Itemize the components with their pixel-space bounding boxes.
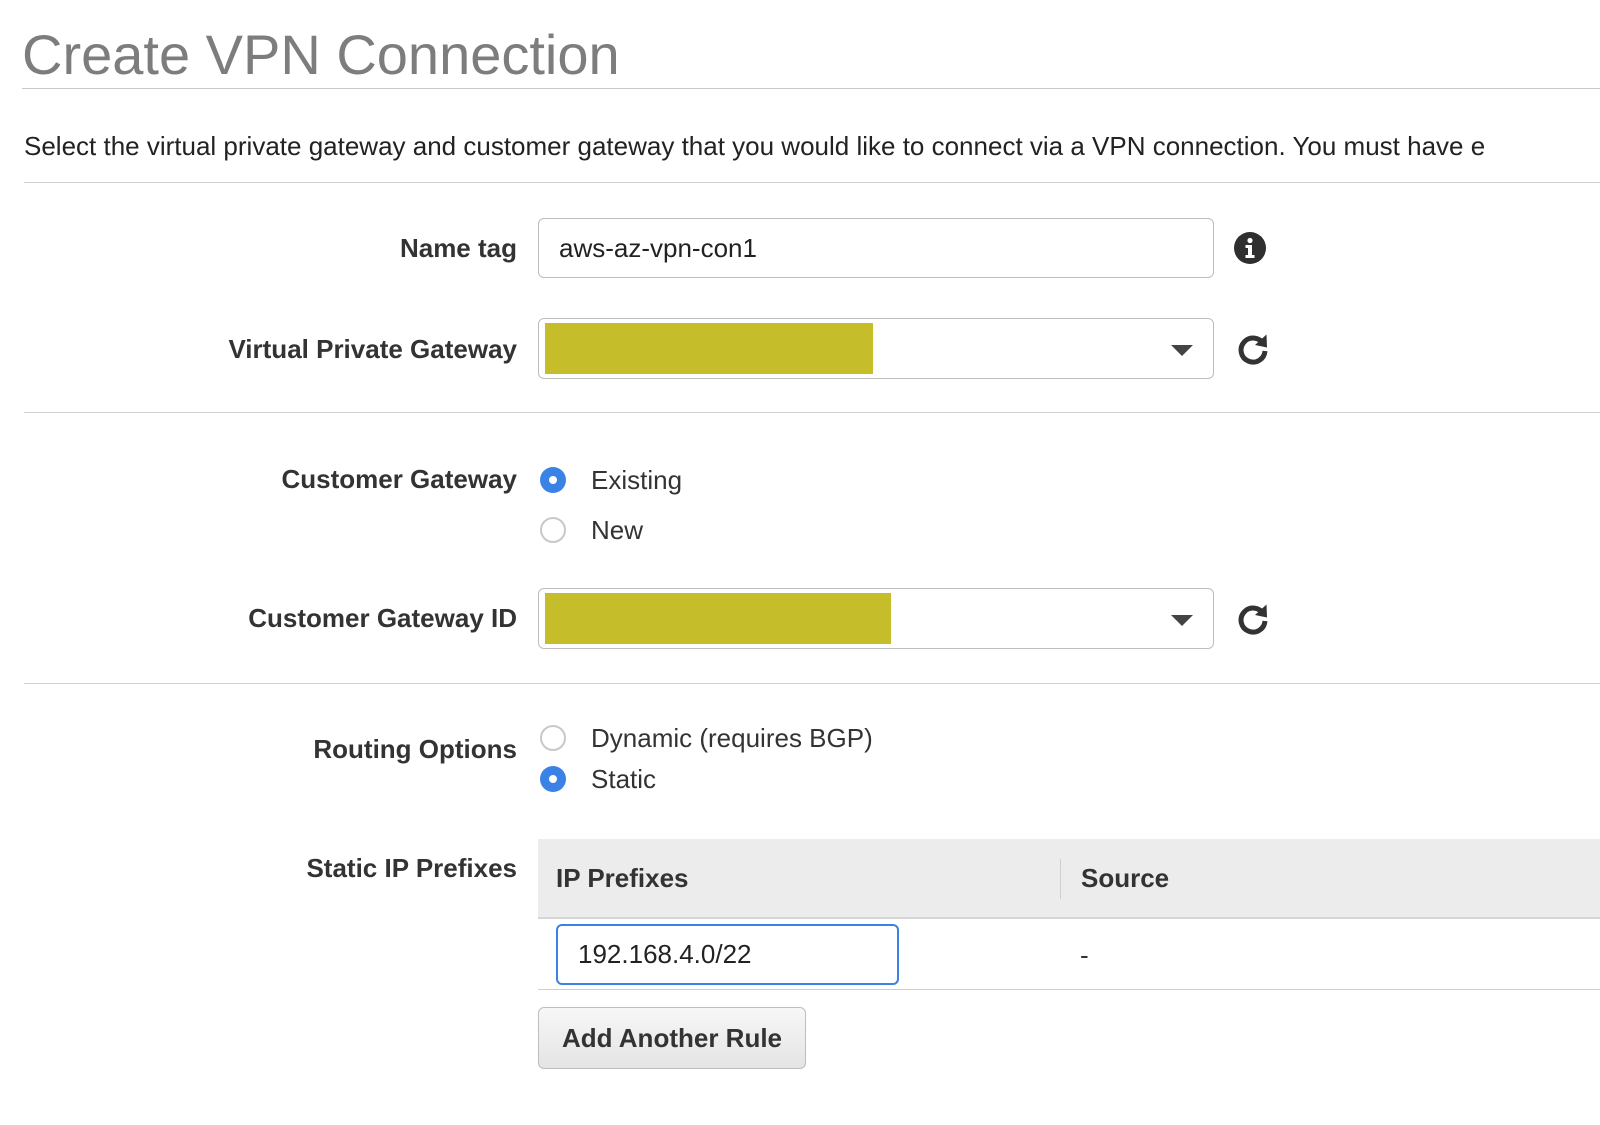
redacted-value: [545, 593, 891, 644]
routing-dynamic-option[interactable]: Dynamic (requires BGP): [540, 722, 873, 754]
customer-gateway-existing-option[interactable]: Existing: [540, 464, 682, 496]
name-tag-input[interactable]: [538, 218, 1214, 278]
refresh-icon[interactable]: [1235, 601, 1271, 637]
ip-prefix-input[interactable]: [556, 924, 899, 985]
source-cell: -: [1080, 940, 1089, 970]
radio-existing[interactable]: [540, 467, 566, 493]
radio-new[interactable]: [540, 517, 566, 543]
radio-label: Static: [591, 763, 657, 794]
column-divider: [1060, 859, 1061, 899]
title-divider: [22, 88, 1600, 89]
column-header-ip-prefixes: IP Prefixes: [556, 863, 689, 893]
customer-gateway-label: Customer Gateway: [281, 464, 517, 494]
redacted-value: [545, 323, 873, 374]
name-tag-label: Name tag: [399, 233, 517, 263]
chevron-down-icon: [1171, 345, 1193, 356]
section-divider: [24, 683, 1600, 684]
virtual-private-gateway-select[interactable]: [538, 318, 1214, 379]
routing-options-label: Routing Options: [313, 734, 517, 764]
radio-label: New: [591, 514, 644, 545]
customer-gateway-id-select[interactable]: [538, 588, 1214, 649]
customer-gateway-id-label: Customer Gateway ID: [248, 603, 517, 633]
section-divider: [24, 412, 1600, 413]
info-icon[interactable]: [1232, 230, 1268, 266]
chevron-down-icon: [1171, 615, 1193, 626]
table-row-divider: [538, 989, 1600, 990]
radio-label: Dynamic (requires BGP): [591, 722, 873, 753]
radio-dynamic[interactable]: [540, 725, 566, 751]
radio-static[interactable]: [540, 766, 566, 792]
refresh-icon[interactable]: [1235, 331, 1271, 367]
customer-gateway-new-option[interactable]: New: [540, 514, 643, 546]
prefixes-table-header: IP Prefixes Source: [538, 839, 1600, 919]
radio-label: Existing: [591, 464, 683, 495]
virtual-private-gateway-label: Virtual Private Gateway: [228, 334, 517, 364]
intro-text: Select the virtual private gateway and c…: [24, 131, 1486, 161]
page-title: Create VPN Connection: [22, 23, 620, 86]
section-divider: [24, 182, 1600, 183]
routing-static-option[interactable]: Static: [540, 763, 656, 795]
add-another-rule-button[interactable]: Add Another Rule: [538, 1007, 806, 1069]
column-header-source: Source: [1081, 863, 1170, 893]
static-ip-prefixes-label: Static IP Prefixes: [306, 853, 517, 883]
